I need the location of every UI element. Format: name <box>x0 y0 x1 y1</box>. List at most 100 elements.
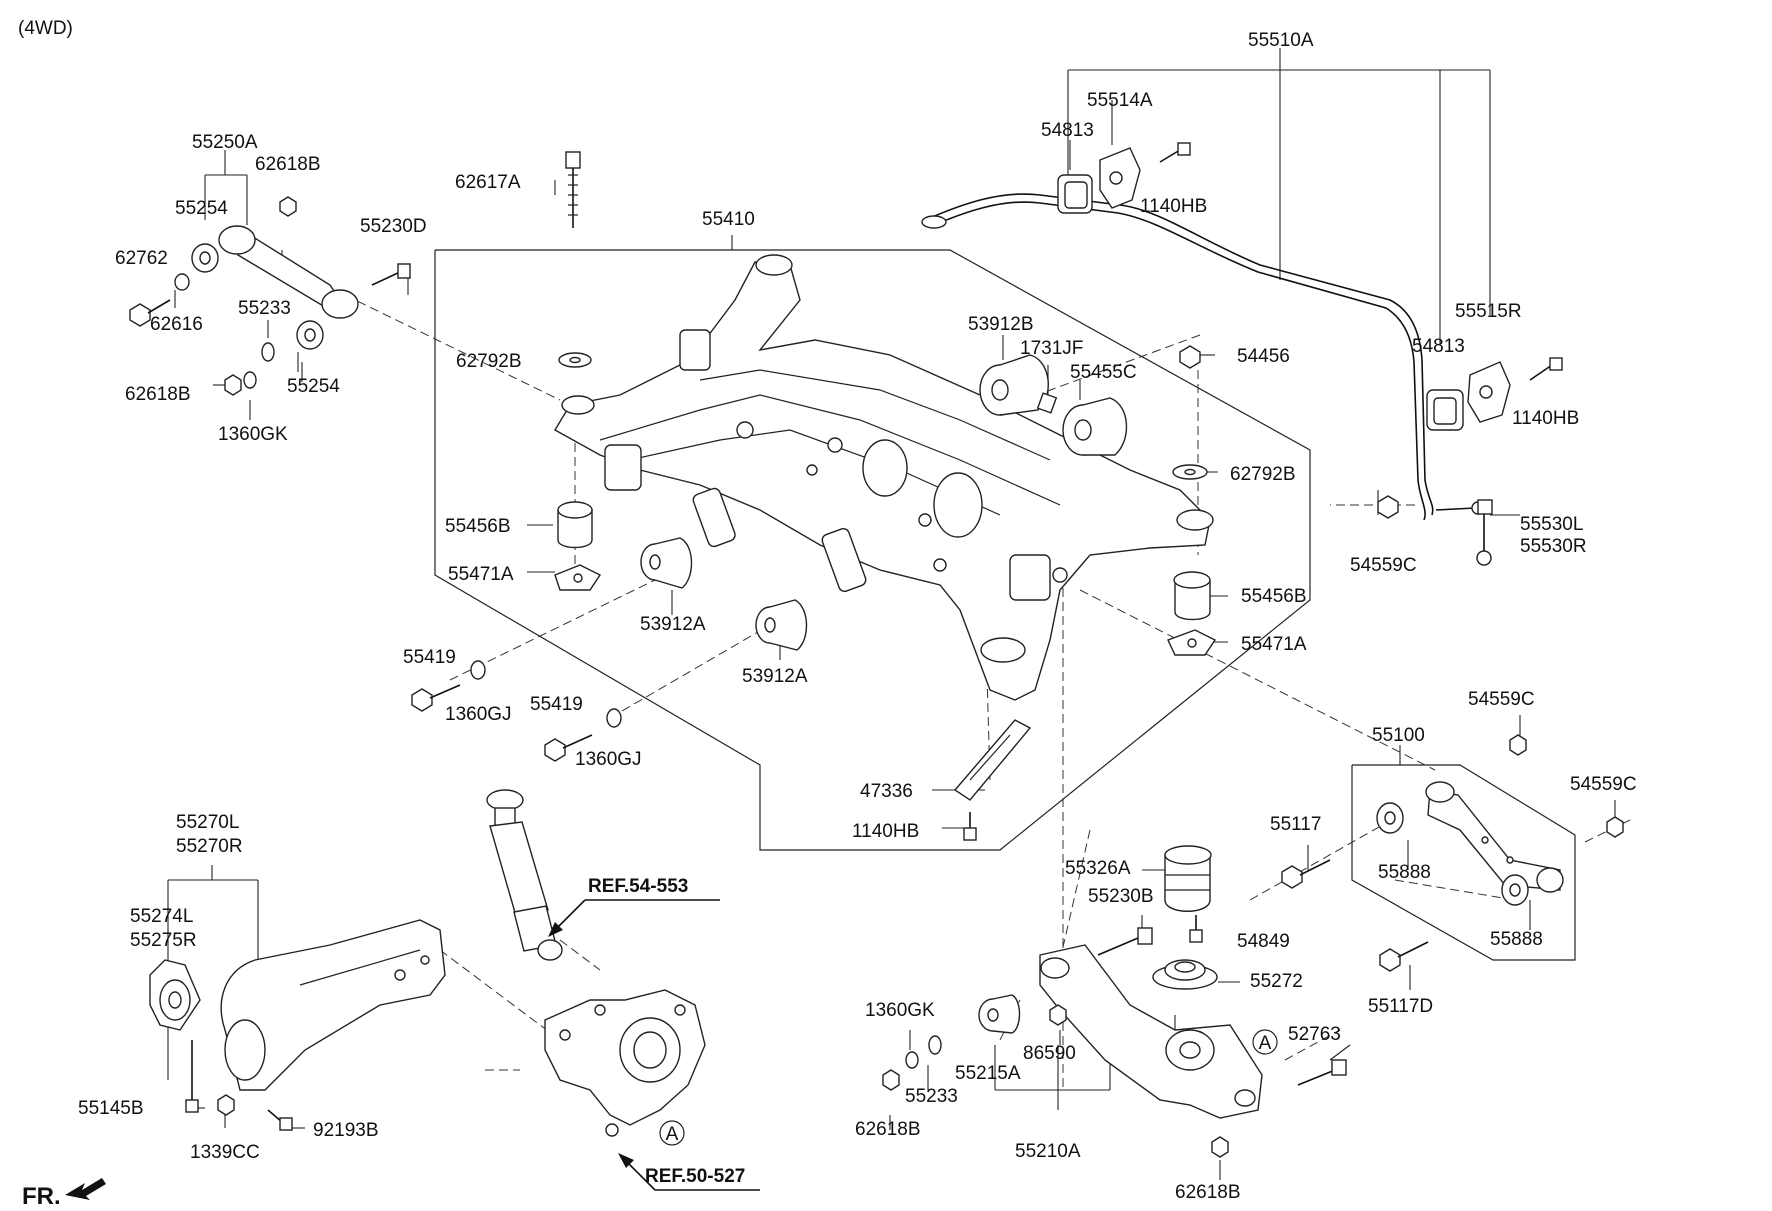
washer-62616 <box>174 273 190 291</box>
bolt-1140hb-lower <box>963 812 977 841</box>
part-label: 55250A <box>192 132 258 153</box>
bushing-53912a-upper <box>640 537 693 589</box>
bushing-55455c <box>1062 397 1128 456</box>
part-label: 62618B <box>125 384 191 405</box>
part-label: 1339CC <box>190 1142 260 1163</box>
part-label: 62616 <box>150 314 203 335</box>
washer-1360gj-upper <box>470 660 486 680</box>
part-label: 54849 <box>1237 931 1290 952</box>
bolt-55419-upper <box>411 684 461 712</box>
bolt-54849 <box>1189 915 1203 943</box>
nut-54456 <box>1179 345 1201 369</box>
part-label: 55888 <box>1490 929 1543 950</box>
part-label: 55270L <box>176 812 239 833</box>
part-label: 55456B <box>1241 586 1307 607</box>
part-label: 55455C <box>1070 362 1137 383</box>
rear-subframe <box>554 254 1214 701</box>
bushing-53912b <box>979 354 1049 416</box>
nut-54559c-link <box>1377 495 1399 519</box>
bushing-53912a-lower <box>755 599 808 651</box>
ref-arrow-54-553 <box>548 899 720 937</box>
marker-a-knuckle: A <box>659 1120 685 1146</box>
nut-86590 <box>1049 1004 1067 1026</box>
part-label: 52763 <box>1288 1024 1341 1045</box>
bolt-55230b <box>1097 927 1153 956</box>
nut-62618b-left <box>224 374 242 396</box>
marker-a-arm: A <box>1252 1029 1278 1055</box>
ref-label-54-553: REF.54-553 <box>588 876 688 897</box>
bushing-55274l <box>149 959 201 1031</box>
washer-55233-lower <box>928 1035 942 1055</box>
washer-1360gk-upper <box>243 371 257 389</box>
stabilizer-bracket-left <box>1099 147 1141 209</box>
part-label: 55230D <box>360 216 427 237</box>
stabilizer-bushing-left <box>1057 174 1093 214</box>
part-label: 55419 <box>530 694 583 715</box>
part-label: 55471A <box>1241 634 1307 655</box>
part-label: 55145B <box>78 1098 144 1119</box>
part-label: 55274L <box>130 906 193 927</box>
bolt-55419-lower <box>544 734 593 762</box>
part-label: 53912A <box>640 614 706 635</box>
part-label: 47336 <box>860 781 913 802</box>
nut-62618b-lower-left <box>882 1069 900 1091</box>
part-label: 54559C <box>1350 555 1417 576</box>
front-direction-arrow-icon <box>65 1178 106 1200</box>
part-label: 55233 <box>905 1086 958 1107</box>
part-label: 55515R <box>1455 301 1522 322</box>
mount-55471a-left <box>554 564 602 591</box>
bolt-55230d <box>371 263 411 286</box>
spring-seat-55272 <box>1152 959 1218 990</box>
bolt-62762 <box>129 299 171 327</box>
part-label: 53912B <box>968 314 1034 335</box>
washer-1360gk-lower <box>905 1051 919 1069</box>
part-label: 55530R <box>1520 536 1587 557</box>
part-label: 62618B <box>255 154 321 175</box>
nut-54559c-arm-top <box>1509 734 1527 756</box>
part-label: 55410 <box>702 209 755 230</box>
part-label: 55471A <box>448 564 514 585</box>
svg-text:A: A <box>1259 1033 1272 1054</box>
labels: (4WD) FR. REF.54-553 REF.50-527 55510A 5… <box>18 18 1637 1210</box>
part-label: 55456B <box>445 516 511 537</box>
stay-47336 <box>953 719 1032 801</box>
washer-62792b-right <box>1172 464 1208 480</box>
part-label: 54813 <box>1412 336 1465 357</box>
part-label: 1360GK <box>218 424 288 445</box>
part-label: 55230B <box>1088 886 1154 907</box>
bolt-1140hb-right <box>1529 357 1563 381</box>
part-label: 1140HB <box>852 821 919 842</box>
part-label: 53912A <box>742 666 808 687</box>
part-label: 55888 <box>1378 862 1431 883</box>
part-label: 54456 <box>1237 346 1290 367</box>
part-label: 1360GK <box>865 1000 935 1021</box>
bolt-92193b <box>267 1109 293 1131</box>
part-label: 1140HB <box>1512 408 1579 429</box>
bolt-1140hb-top <box>1159 142 1191 163</box>
bushing-55888-lower <box>1501 874 1529 906</box>
nut-1339cc <box>217 1094 235 1116</box>
trailing-arm-55270 <box>220 919 446 1091</box>
part-label: 55210A <box>1015 1141 1081 1162</box>
part-label: 55270R <box>176 836 243 857</box>
part-label: 55419 <box>403 647 456 668</box>
bushing-55254-upper <box>191 243 219 273</box>
variant-label: (4WD) <box>18 18 73 39</box>
bolt-62617a <box>565 151 581 228</box>
washer-62792b-left <box>558 352 592 368</box>
part-label: 55275R <box>130 930 197 951</box>
part-label: 54559C <box>1570 774 1637 795</box>
mount-55471a-right <box>1167 629 1217 656</box>
washer-1360gj-lower <box>606 708 622 728</box>
bushing-55888-upper <box>1376 802 1404 834</box>
bushing-55215a <box>978 994 1021 1034</box>
part-label: 55530L <box>1520 514 1583 535</box>
bolt-55117d <box>1379 941 1429 972</box>
stabilizer-bushing-right <box>1426 389 1464 431</box>
bolt-52763 <box>1297 1059 1347 1086</box>
part-label: 55100 <box>1372 725 1425 746</box>
part-label: 62762 <box>115 248 168 269</box>
bushing-55254-lower <box>296 320 324 350</box>
part-label: 62617A <box>455 172 521 193</box>
